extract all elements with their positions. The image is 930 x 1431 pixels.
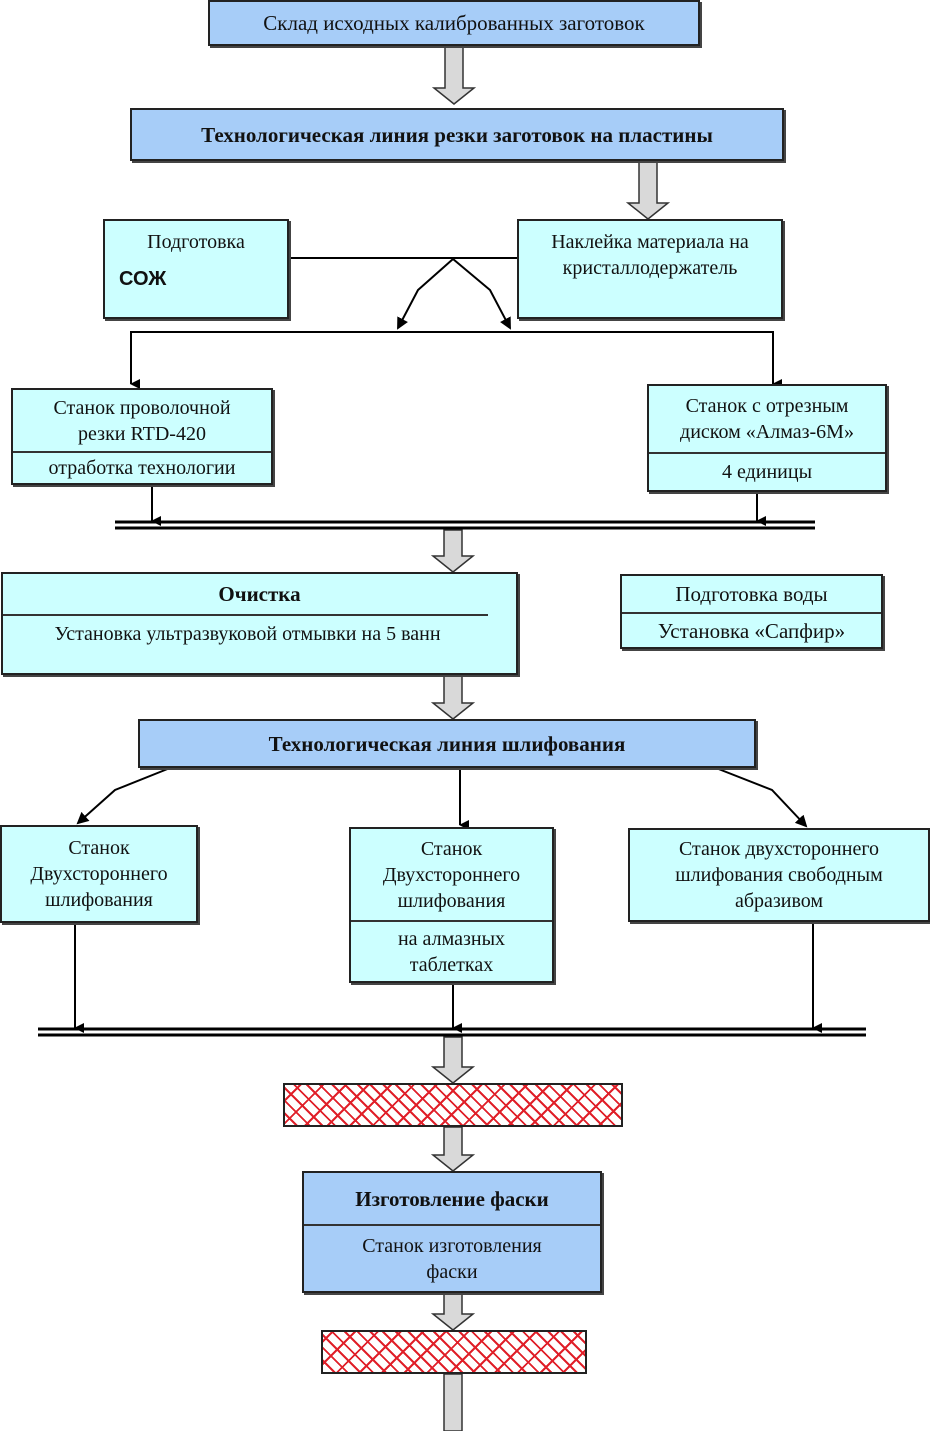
cutting-line-box: Технологическая линия резки заготовок на… (130, 108, 784, 161)
wire-saw-box: Станок проволочной резки RTD-420 отработ… (11, 388, 273, 485)
wire-saw-note: отработка технологии (13, 451, 271, 483)
branch-arrow-right (452, 258, 511, 330)
hatched-buffer-2 (321, 1330, 587, 1374)
grinder-diamond-box: Станок Двухстороннего шлифования на алма… (349, 827, 554, 983)
gluing-box: Наклейка материала на кристаллодержатель (517, 219, 783, 319)
coolant-prep-box: Подготовка СОЖ (103, 219, 289, 319)
grinding-line-label: Технологическая линия шлифования (268, 731, 626, 756)
block-arrow-down-icon (430, 671, 476, 720)
wire-saw-title: Станок проволочной резки RTD-420 (53, 396, 231, 445)
split-bracket (130, 331, 774, 382)
water-prep-box: Подготовка воды Установка «Сапфир» (620, 574, 883, 649)
grinder-diamond-note: на алмазных таблетках (351, 920, 552, 981)
block-arrow-down-icon (431, 45, 477, 105)
cutting-line-label: Технологическая линия резки заготовок на… (201, 122, 713, 147)
grinder-double-box: Станок Двухстороннего шлифования (0, 825, 198, 923)
block-arrow-down-icon (625, 160, 671, 220)
gluing-label: Наклейка материала на кристаллодержатель (551, 231, 749, 279)
cleaning-box: Очистка Установка ультразвуковой отмывки… (1, 572, 518, 675)
block-arrow-down-icon (430, 1126, 476, 1172)
grinder-free-abrasive-label: Станок двухстороннего шлифования свободн… (675, 838, 883, 912)
cleaning-title: Очистка (218, 582, 301, 606)
hatched-buffer-1 (283, 1083, 623, 1127)
coolant-label: СОЖ (119, 268, 167, 290)
grinding-line-box: Технологическая линия шлифования (138, 719, 756, 768)
coolant-prep-title: Подготовка (147, 231, 245, 253)
grinder-diamond-title: Станок Двухстороннего шлифования (382, 837, 521, 912)
grind-arrow-left (76, 767, 171, 825)
grinder-double-label: Станок Двухстороннего шлифования (30, 837, 168, 911)
warehouse-label: Склад исходных калиброванных заготовок (263, 11, 645, 35)
block-arrow-down-icon (430, 1292, 476, 1331)
water-prep-title: Подготовка воды (675, 582, 828, 606)
disc-saw-box: Станок с отрезным диском «Алмаз-6М» 4 ед… (647, 384, 887, 492)
chamfer-box: Изготовление фаски Станок изготовления ф… (302, 1171, 602, 1293)
block-arrow-down-icon (443, 1373, 463, 1431)
block-arrow-down-icon (430, 529, 476, 573)
branch-arrow-left (397, 258, 454, 330)
cleaning-divider (3, 614, 488, 616)
disc-saw-title: Станок с отрезным диском «Алмаз-6М» (680, 395, 854, 443)
chamfer-title: Изготовление фаски (355, 1186, 549, 1211)
warehouse-box: Склад исходных калиброванных заготовок (208, 0, 700, 46)
block-arrow-down-icon (430, 1036, 476, 1084)
disc-saw-note: 4 единицы (649, 452, 885, 490)
grinder-free-abrasive-box: Станок двухстороннего шлифования свободн… (628, 828, 930, 922)
water-prep-note: Установка «Сапфир» (622, 612, 881, 647)
chamfer-note: Станок изготовления фаски (304, 1224, 600, 1291)
grind-arrow-right (715, 767, 808, 828)
cleaning-note: Установка ультразвуковой отмывки на 5 ва… (54, 623, 441, 645)
